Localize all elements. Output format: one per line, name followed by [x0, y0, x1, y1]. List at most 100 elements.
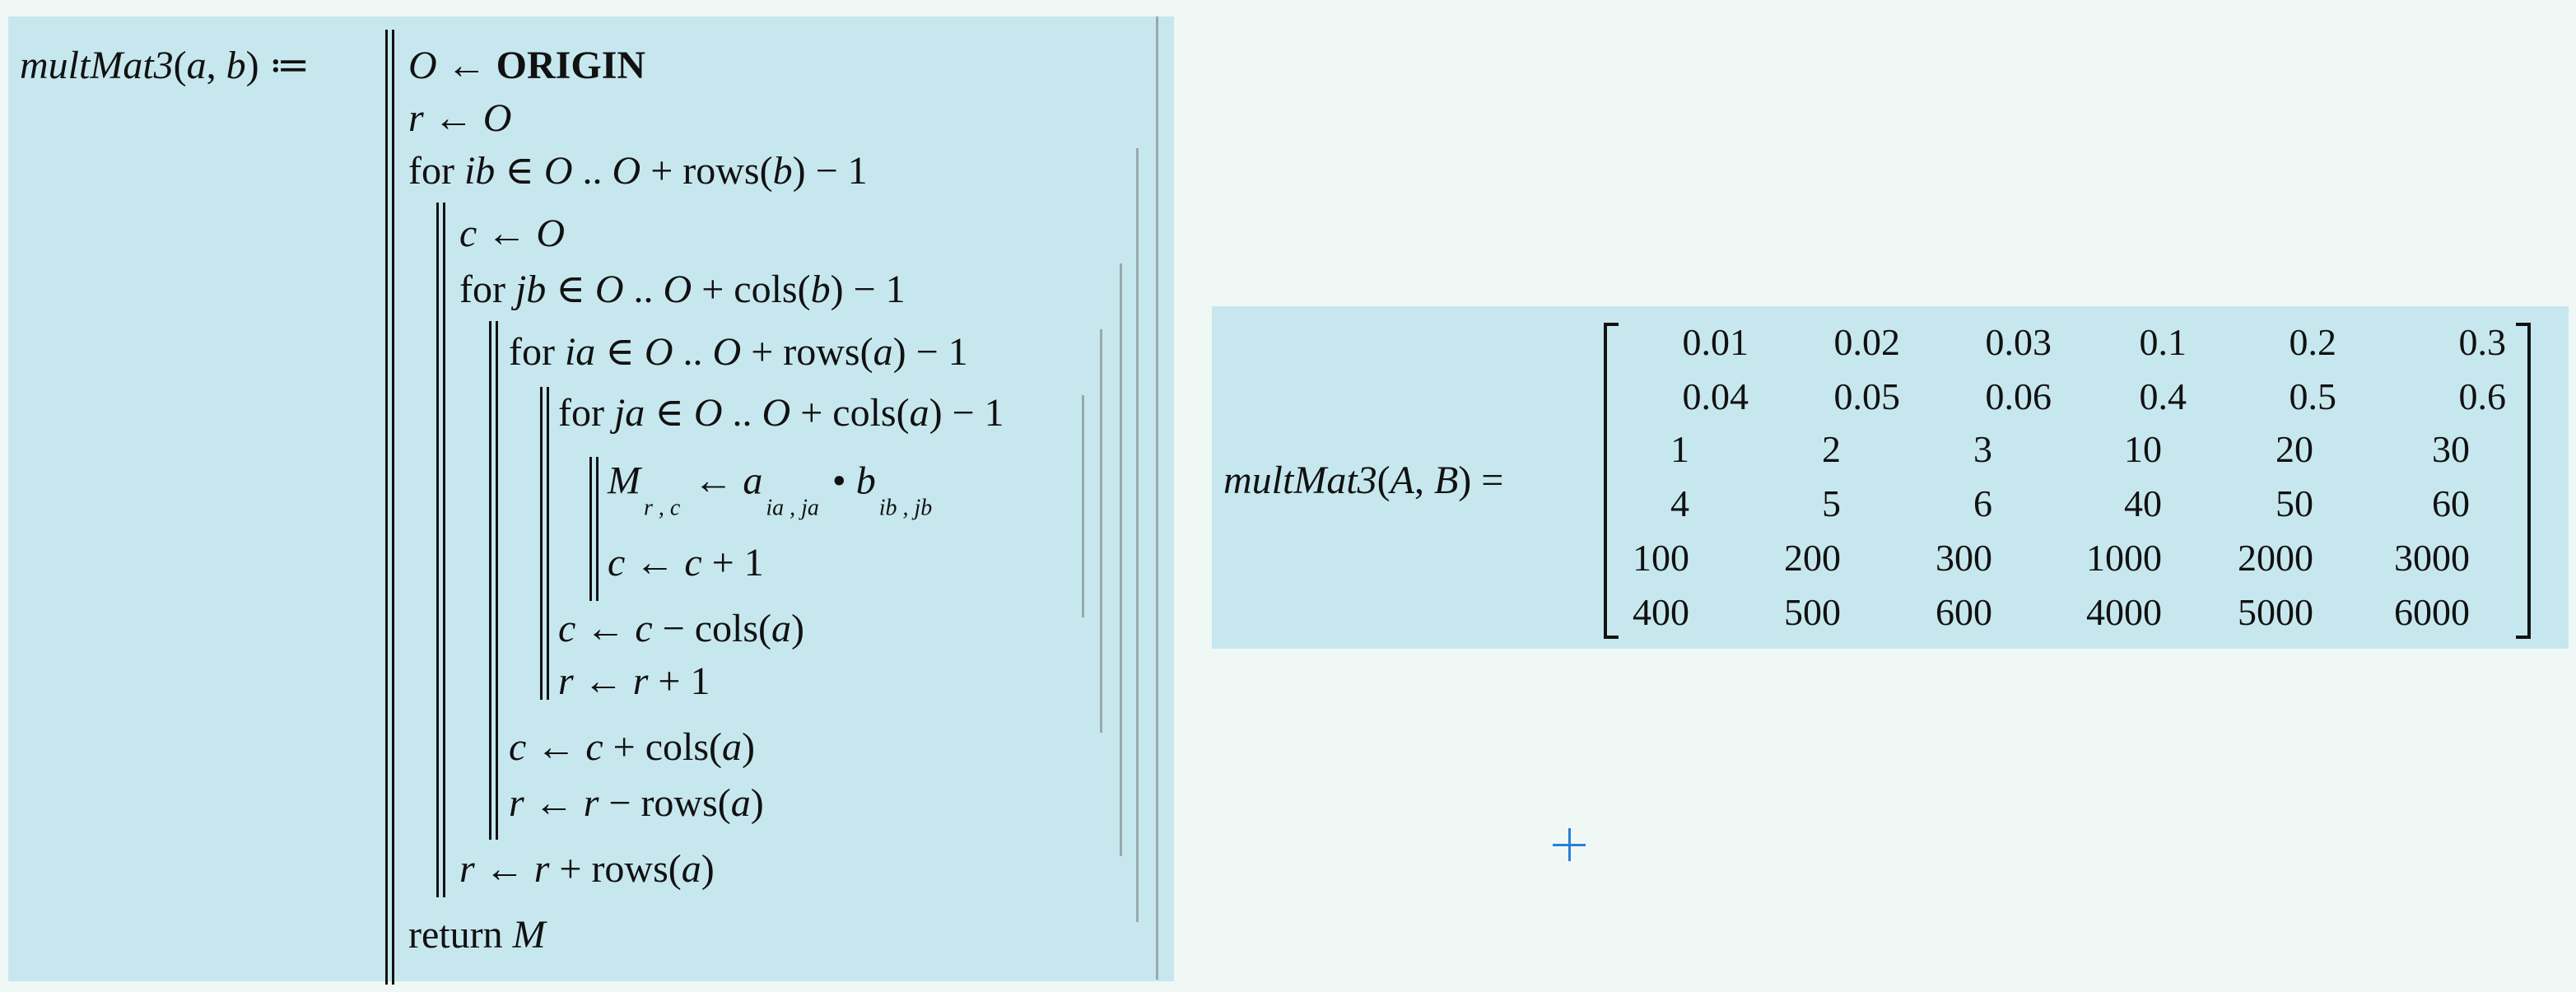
matrix-cell: 4: [1670, 482, 1689, 524]
program-line: for ja ∈ O .. O + cols(a) − 1: [558, 394, 1004, 433]
matrix-cell: 0.1: [2139, 321, 2187, 363]
math-token: a: [743, 459, 763, 503]
matrix-cell: 0.6: [2458, 375, 2507, 417]
math-token: O: [644, 330, 673, 374]
math-token: ) − 1: [792, 149, 868, 193]
math-token: + 1: [701, 541, 764, 584]
program-line: Mr , c ← aia , ja • bib , jb: [608, 459, 935, 521]
matrix-cell: 600: [1935, 591, 1992, 633]
region-boundary-line: [1120, 263, 1122, 856]
math-token: c: [585, 725, 603, 769]
matrix-cell: 0.2: [2289, 321, 2337, 363]
math-token: r: [509, 781, 524, 825]
math-token: c: [608, 541, 626, 584]
math-token: b: [772, 149, 793, 193]
math-token: ja: [613, 391, 645, 435]
math-token: c: [684, 541, 702, 584]
math-token: c: [509, 725, 527, 769]
math-token: ,: [206, 44, 226, 87]
math-token: ∈: [495, 149, 544, 193]
math-token: O: [482, 96, 512, 140]
program-line: c ← c − cols(a): [558, 609, 804, 649]
math-token: ,: [1414, 459, 1434, 502]
matrix-cell: 5: [1822, 482, 1841, 524]
math-token: r: [459, 847, 475, 891]
region-boundary-line: [1156, 16, 1158, 980]
program-block-bar: [489, 321, 498, 840]
matrix-right-bracket: [2516, 323, 2531, 639]
math-token: ←: [477, 212, 537, 255]
math-token: O: [536, 212, 565, 255]
math-token: O: [663, 268, 692, 311]
math-token: a: [873, 330, 893, 374]
math-token: O: [594, 268, 624, 311]
matrix-cell: 3: [1973, 428, 1992, 470]
matrix-cell: 1: [1670, 428, 1689, 470]
math-token: ..: [722, 391, 762, 435]
matrix-cell: 2: [1822, 428, 1841, 470]
matrix-cell: 100: [1633, 537, 1689, 579]
program-line: r ← O: [408, 99, 511, 138]
math-token: ←: [683, 459, 743, 503]
math-token: ∈: [645, 391, 694, 435]
math-token: ): [701, 847, 715, 891]
math-token: ←: [524, 781, 584, 825]
math-token: ..: [572, 149, 613, 193]
math-token: for: [459, 268, 515, 311]
subscript: ia , ja: [766, 495, 819, 521]
math-token: O: [612, 149, 641, 193]
program-line: r ← r − rows(a): [509, 784, 764, 823]
matrix-cell: 0.01: [1682, 321, 1749, 363]
program-line: for jb ∈ O .. O + cols(b) − 1: [459, 270, 906, 310]
math-token: (: [1377, 459, 1390, 502]
math-token: =: [1471, 459, 1504, 502]
math-token: + cols(: [692, 268, 811, 311]
math-token: + cols(: [790, 391, 910, 435]
matrix-cell: 0.04: [1682, 375, 1749, 417]
program-block-bar: [385, 30, 394, 985]
matrix-cell: 300: [1935, 537, 1992, 579]
math-token: ) − 1: [929, 391, 1004, 435]
math-token: + cols(: [603, 725, 722, 769]
function-header: multMat3(a, b) ≔: [20, 46, 310, 86]
matrix-cell: 4000: [2086, 591, 2162, 633]
matrix-cell: 500: [1784, 591, 1841, 633]
program-line: c ← c + cols(a): [509, 728, 755, 767]
program-line: r ← r + 1: [558, 662, 710, 701]
evaluation-expression: multMat3(A, B) =: [1223, 461, 1503, 501]
math-token: r: [533, 847, 550, 891]
math-token: ia: [564, 330, 596, 374]
math-token: multMat3: [20, 44, 174, 87]
math-token: ): [245, 44, 259, 87]
math-token: a: [771, 607, 791, 650]
math-token: ): [742, 725, 755, 769]
math-token: for: [558, 391, 614, 435]
math-token: + rows(: [549, 847, 682, 891]
math-token: b: [855, 459, 876, 503]
program-line: return M: [408, 915, 546, 955]
math-token: − rows(: [599, 781, 731, 825]
math-token: ∈: [546, 268, 595, 311]
program-line: for ib ∈ O .. O + rows(b) − 1: [408, 151, 868, 191]
program-line: c ← O: [459, 214, 565, 254]
math-token: M: [608, 459, 641, 503]
math-token: multMat3: [1223, 459, 1377, 502]
math-token: O: [712, 330, 742, 374]
math-token: ←: [436, 44, 496, 87]
math-token: + rows(: [741, 330, 873, 374]
matrix-cell: 40: [2124, 482, 2162, 524]
matrix-cell: 400: [1633, 591, 1689, 633]
math-token: a: [681, 847, 701, 891]
math-token: a: [722, 725, 742, 769]
matrix-left-bracket: [1604, 323, 1619, 639]
math-token: a: [730, 781, 751, 825]
program-line: for ia ∈ O .. O + rows(a) − 1: [509, 333, 968, 372]
math-token: ORIGIN: [496, 44, 646, 87]
matrix-cell: 0.05: [1833, 375, 1901, 417]
math-token: (: [173, 44, 187, 87]
math-token: − cols(: [652, 607, 771, 650]
matrix-cell: 0.06: [1985, 375, 2052, 417]
math-token: r: [558, 659, 574, 703]
